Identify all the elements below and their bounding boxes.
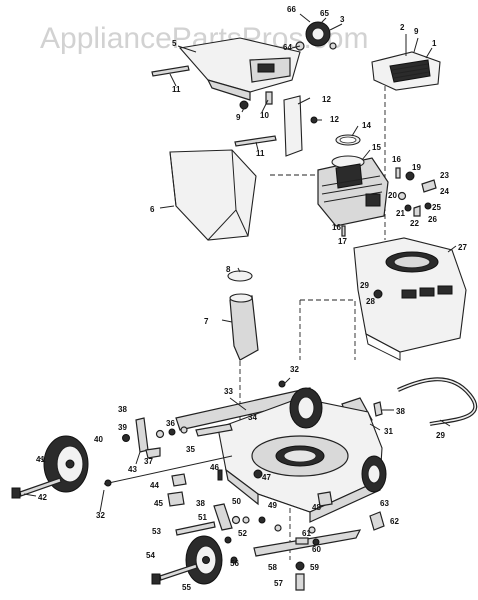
part-label-24: 24 — [440, 187, 449, 196]
part-label-58: 58 — [268, 563, 277, 572]
part-label-1: 1 — [432, 39, 437, 48]
part-label-16a: 16 — [392, 155, 401, 164]
part-label-34: 34 — [248, 413, 257, 422]
part-label-61: 61 — [302, 529, 311, 538]
blade-part — [253, 529, 362, 591]
part-label-41: 41 — [36, 455, 45, 464]
deck-small-parts — [167, 469, 263, 507]
part-label-51: 51 — [198, 513, 207, 522]
part-label-23: 23 — [440, 171, 449, 180]
part-label-57: 57 — [274, 579, 283, 588]
small-fastener-parts — [341, 167, 437, 237]
part-label-38c: 38 — [196, 499, 205, 508]
part-label-55: 55 — [182, 583, 191, 592]
part-label-38a: 38 — [118, 405, 127, 414]
part-label-14: 14 — [362, 121, 371, 130]
part-label-40: 40 — [94, 435, 103, 444]
front-left-wheel-part — [43, 435, 89, 493]
part-label-54: 54 — [146, 551, 155, 560]
part-label-62: 62 — [390, 517, 399, 526]
part-label-53: 53 — [152, 527, 161, 536]
part-label-2: 2 — [400, 23, 405, 32]
part-label-9a: 9 — [414, 27, 419, 36]
part-label-11b: 11 — [256, 149, 265, 158]
part-label-50: 50 — [232, 497, 241, 506]
engine-part — [317, 155, 389, 227]
part-label-60: 60 — [312, 545, 321, 554]
part-label-16b: 16 — [332, 223, 341, 232]
rear-left-wheel-part — [185, 535, 223, 585]
part-label-47: 47 — [262, 473, 271, 482]
axle-bolt-part — [11, 477, 62, 499]
part-label-22: 22 — [410, 219, 419, 228]
part-label-5: 5 — [172, 39, 177, 48]
part-label-36: 36 — [166, 419, 175, 428]
part-label-43: 43 — [128, 465, 137, 474]
part-label-28: 28 — [366, 297, 375, 306]
part-label-46: 46 — [210, 463, 219, 472]
part-label-49: 49 — [268, 501, 277, 510]
part-label-27: 27 — [458, 243, 467, 252]
shroud-part — [353, 237, 467, 361]
gear-assembly-part — [295, 21, 337, 51]
part-label-31: 31 — [384, 427, 393, 436]
part-label-8: 8 — [226, 265, 231, 274]
part-label-12a: 12 — [322, 95, 331, 104]
part-label-20: 20 — [388, 191, 397, 200]
part-label-29a: 29 — [360, 281, 369, 290]
part-label-38b: 38 — [396, 407, 405, 416]
part-label-63: 63 — [380, 499, 389, 508]
part-label-10: 10 — [260, 111, 269, 120]
part-label-66: 66 — [287, 5, 296, 14]
part-label-7: 7 — [204, 317, 209, 326]
part-label-32a: 32 — [290, 365, 299, 374]
control-cable-part — [397, 377, 478, 426]
rear-right-wheel-part — [289, 387, 323, 429]
bracket-part — [283, 95, 318, 157]
part-label-48: 48 — [312, 503, 321, 512]
front-cover-part — [371, 51, 441, 91]
part-label-59: 59 — [310, 563, 319, 572]
part-label-35: 35 — [186, 445, 195, 454]
part-label-45: 45 — [154, 499, 163, 508]
part-label-37: 37 — [144, 457, 153, 466]
part-label-44: 44 — [150, 481, 159, 490]
axle-rod-part — [103, 455, 233, 487]
part-label-26: 26 — [428, 215, 437, 224]
part-label-15: 15 — [372, 143, 381, 152]
part-label-29b: 29 — [436, 431, 445, 440]
rod-part — [151, 65, 277, 147]
part-label-6: 6 — [150, 205, 155, 214]
part-label-33: 33 — [224, 387, 233, 396]
part-label-19: 19 — [412, 163, 421, 172]
part-label-39: 39 — [118, 423, 127, 432]
part-label-64: 64 — [283, 43, 292, 52]
rear-axle-parts — [151, 503, 282, 585]
part-label-17: 17 — [338, 237, 347, 246]
discharge-chute-part — [227, 270, 259, 361]
part-label-25: 25 — [432, 203, 441, 212]
part-label-32b: 32 — [96, 511, 105, 520]
part-label-65: 65 — [320, 9, 329, 18]
part-label-42: 42 — [38, 493, 47, 502]
part-label-11a: 11 — [172, 85, 181, 94]
part-label-56: 56 — [230, 559, 239, 568]
ring-part — [335, 134, 361, 146]
right-side-parts — [308, 491, 385, 534]
part-label-9b: 9 — [236, 113, 241, 122]
grass-bag-part — [169, 149, 257, 241]
mower-deck-part — [217, 397, 383, 523]
leader-lines — [23, 13, 457, 513]
rear-cover-part — [178, 37, 301, 101]
height-adjuster-parts — [122, 417, 233, 459]
part-label-52: 52 — [238, 529, 247, 538]
part-label-12b: 12 — [330, 115, 339, 124]
part-label-3a: 3 — [340, 15, 345, 24]
part-label-21: 21 — [396, 209, 405, 218]
front-right-wheel-part — [361, 455, 387, 493]
